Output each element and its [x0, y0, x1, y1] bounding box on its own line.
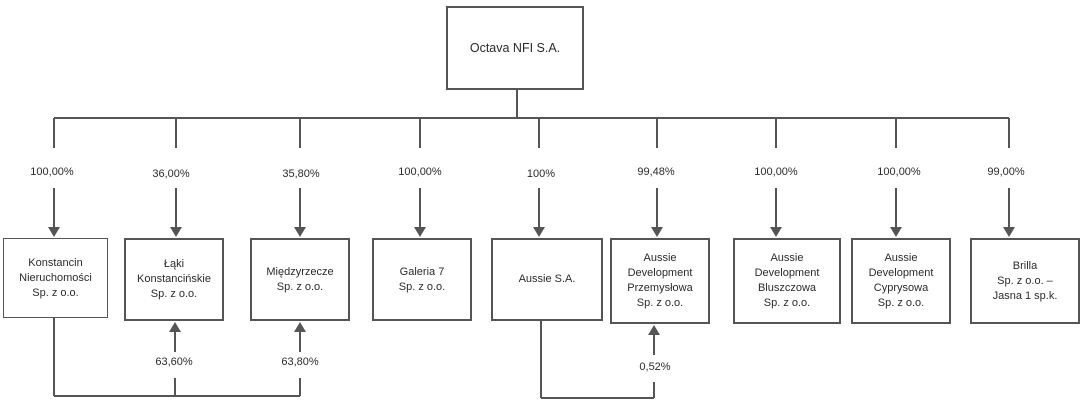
root-company-box: Octava NFI S.A.: [446, 6, 584, 90]
subsidiary-box-konstancin: Konstancin Nieruchomości Sp. z o.o.: [3, 238, 108, 318]
ownership-label: 99,48%: [637, 166, 675, 178]
subsidiary-box-aussie: Aussie S.A.: [491, 238, 603, 321]
arrow-head-down: [1003, 227, 1015, 237]
subsidiary-label: Aussie Development Przemysłowa Sp. z o.o…: [627, 252, 693, 309]
arrow-head-up: [169, 322, 181, 332]
subsidiary-label: Aussie S.A.: [518, 273, 576, 285]
arrow-head-down: [890, 227, 902, 237]
subsidiary-label: Brilla Sp. z o.o. – Jasna 1 sp.k.: [992, 259, 1058, 302]
arrow-head-up: [294, 322, 306, 332]
ownership-label: 100,00%: [877, 166, 921, 178]
subsidiary-box-galeria7: Galeria 7 Sp. z o.o.: [372, 238, 472, 321]
arrow-head-down: [770, 227, 782, 237]
subsidiary-label: Łąki Konstancińskie Sp. z o.o.: [137, 258, 211, 300]
ownership-label: 99,00%: [987, 166, 1025, 178]
subsidiary-label: Aussie Development Bluszczowa Sp. z o.o.: [754, 252, 820, 309]
arrow-head-down: [651, 227, 663, 237]
subsidiary-box-brilla: Brilla Sp. z o.o. – Jasna 1 sp.k.: [970, 238, 1080, 324]
subsidiary-box-laki: Łąki Konstancińskie Sp. z o.o.: [124, 238, 224, 321]
ownership-label: 100,00%: [30, 166, 74, 178]
arrow-head-down: [294, 227, 306, 237]
arrow-head-down: [48, 227, 60, 237]
arrow-head-down: [414, 227, 426, 237]
ownership-label: 35,80%: [282, 168, 320, 180]
ownership-label: 36,00%: [152, 168, 190, 180]
cross-ownership-label: 63,80%: [281, 356, 319, 368]
subsidiary-box-miedzyrzecze: Międzyrzecze Sp. z o.o.: [250, 238, 350, 321]
subsidiary-box-bluszczowa: Aussie Development Bluszczowa Sp. z o.o.: [733, 238, 841, 324]
ownership-label: 100,00%: [398, 166, 442, 178]
subsidiary-box-przemyslowa: Aussie Development Przemysłowa Sp. z o.o…: [610, 238, 710, 324]
subsidiary-label: Międzyrzecze Sp. z o.o.: [266, 265, 334, 293]
subsidiary-label: Aussie Development Cyprysowa Sp. z o.o.: [868, 252, 934, 309]
ownership-label: 100,00%: [754, 166, 798, 178]
arrow-head-down: [533, 227, 545, 237]
arrow-head-down: [170, 227, 182, 237]
cross-ownership-label: 63,60%: [155, 356, 193, 368]
root-company-label: Octava NFI S.A.: [469, 40, 561, 55]
ownership-label: 100%: [526, 168, 556, 180]
subsidiary-box-cyprysowa: Aussie Development Cyprysowa Sp. z o.o.: [851, 238, 951, 324]
subsidiary-label: Galeria 7 Sp. z o.o.: [398, 265, 446, 293]
arrow-head-up: [648, 325, 660, 335]
subsidiary-label: Konstancin Nieruchomości Sp. z o.o.: [19, 256, 92, 299]
cross-ownership-label: 0,52%: [639, 361, 671, 373]
